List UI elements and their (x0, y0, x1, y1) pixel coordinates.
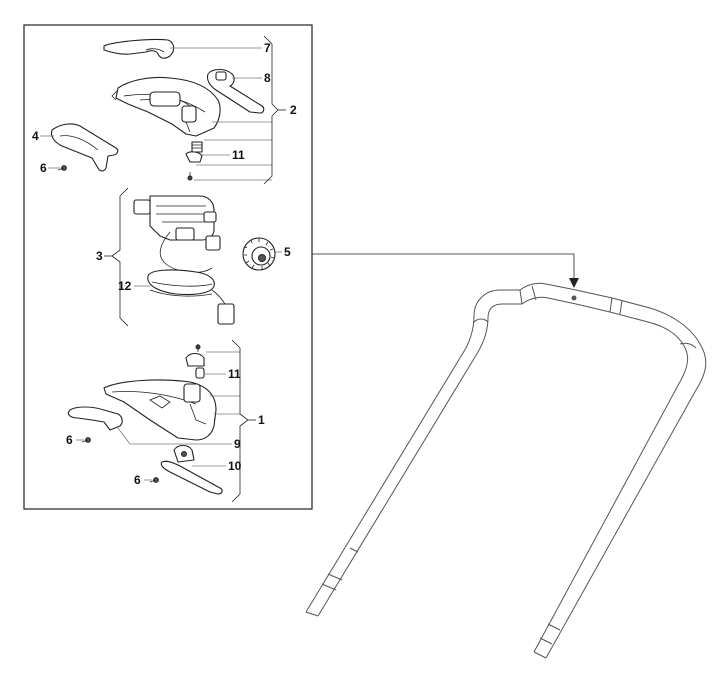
part-4-handle-cover (50, 123, 119, 172)
lower-housing (103, 379, 217, 441)
callout-8: 8 (264, 71, 271, 85)
handle-bar (305, 282, 707, 659)
assembly-brackets (104, 35, 286, 503)
callout-1: 1 (258, 413, 265, 427)
upper-housing (111, 76, 221, 137)
connector-arrow (312, 253, 579, 288)
callout-2: 2 (290, 103, 297, 117)
part-10-lever-pin (160, 444, 223, 495)
part-12-cable (147, 231, 235, 325)
callout-6-bottom: 6 (134, 473, 141, 487)
callout-6-top: 6 (40, 161, 47, 175)
spring-clip-11-bottom (185, 344, 205, 379)
callout-6-middle: 6 (66, 433, 73, 447)
part-8-trigger-lever (206, 68, 265, 114)
part-5-wheel-knob (242, 237, 276, 271)
part-7-top-lever (103, 38, 175, 59)
screw-6-top (57, 165, 67, 171)
callout-11-top: 11 (232, 148, 245, 162)
screw-6-bottom (149, 477, 159, 483)
screw-6-middle (81, 437, 91, 443)
leader-lines (40, 47, 282, 481)
callout-12: 12 (118, 279, 132, 293)
part-9-lower-trigger (67, 406, 123, 431)
part-3-switch-unit (133, 195, 221, 251)
callout-9: 9 (234, 437, 241, 451)
callout-3: 3 (96, 249, 103, 263)
callouts: 7 8 2 4 11 6 3 5 12 11 1 6 9 10 6 (32, 41, 297, 487)
callout-4: 4 (32, 129, 39, 143)
callout-10: 10 (228, 459, 242, 473)
callout-5: 5 (284, 245, 291, 259)
callout-11-bottom: 11 (228, 367, 241, 381)
spring-clip-11-top (185, 141, 203, 181)
callout-7: 7 (264, 41, 271, 55)
